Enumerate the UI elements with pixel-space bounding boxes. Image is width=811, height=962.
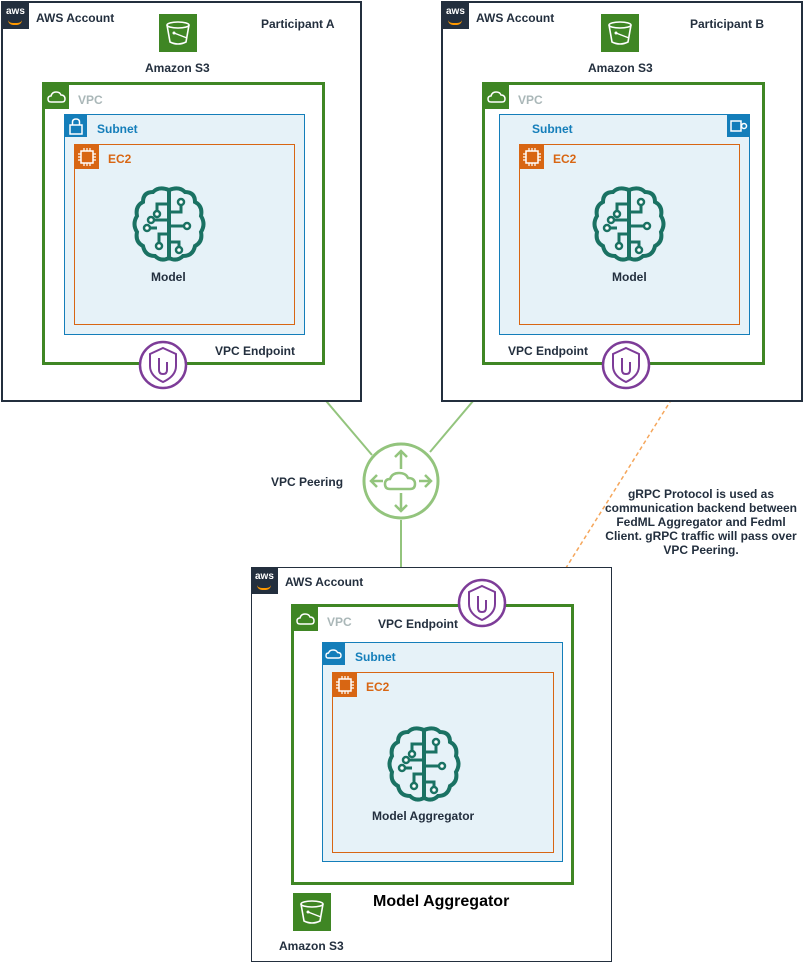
s3-label: Amazon S3 — [145, 61, 210, 75]
subnet-container: Subnet EC2 — [322, 642, 563, 862]
vpc-label: VPC — [327, 615, 352, 629]
ec2-label: EC2 — [553, 152, 577, 166]
chip-icon — [520, 145, 544, 169]
brain-icon — [592, 186, 666, 262]
subnet-label: Subnet — [97, 122, 138, 136]
router-icon — [362, 442, 440, 520]
cloud-icon — [323, 643, 345, 665]
vpc-container: VPC VPC Endpoint Subnet EC2 — [291, 604, 574, 885]
chip-icon — [333, 673, 357, 697]
s3-bucket-icon — [601, 14, 639, 52]
shield-icon — [138, 340, 188, 390]
model-label: Model Aggregator — [372, 809, 475, 823]
participant-b-account: aws AWS Account Participant B Amazon S3 … — [441, 1, 803, 402]
grpc-note-line: communication backend between — [604, 501, 798, 515]
aws-logo-icon: aws — [443, 3, 469, 29]
ec2-instance: EC2 Model — [74, 144, 295, 325]
vpc-label: VPC — [78, 93, 103, 107]
endpoint-label: VPC Endpoint — [215, 344, 295, 358]
shield-icon — [601, 340, 651, 390]
grpc-note-line: VPC Peering. — [663, 543, 739, 557]
cloud-icon — [485, 85, 509, 109]
participant-label: Participant B — [690, 17, 765, 31]
grpc-arrow — [501, 321, 721, 671]
participant-a-account: aws AWS Account Participant A Amazon S3 … — [1, 1, 362, 402]
aggregator-account: aws AWS Account VPC VPC Endpoint Subnet — [251, 567, 612, 962]
vpc-container: VPC Subnet EC2 — [482, 82, 765, 365]
grpc-note-line: Client. gRPC traffic will pass over — [605, 529, 797, 543]
account-label: AWS Account — [285, 575, 364, 589]
aws-logo-icon: aws — [252, 568, 278, 594]
cloud-icon — [294, 607, 318, 631]
peering-label: VPC Peering — [271, 475, 344, 489]
cloud-icon — [45, 85, 69, 109]
shield-icon — [457, 578, 507, 628]
aggregator-title: Model Aggregator — [373, 893, 510, 910]
grpc-note-line: gRPC Protocol is used as — [627, 487, 775, 501]
brain-icon — [387, 726, 461, 802]
model-label: Model — [151, 270, 186, 284]
model-label: Model — [612, 270, 647, 284]
endpoint-label: VPC Endpoint — [378, 617, 458, 631]
ec2-instance: EC2 Model — [519, 144, 740, 325]
grpc-note-line: FedML Aggregator and Fedml — [616, 515, 786, 529]
s3-label: Amazon S3 — [279, 939, 344, 953]
subnet-endpoint-icon — [727, 115, 749, 137]
ec2-label: EC2 — [366, 680, 390, 694]
s3-bucket-icon — [159, 14, 197, 52]
ec2-instance: EC2 Model Aggregator — [332, 672, 554, 853]
grpc-note: gRPC Protocol is used as communication b… — [596, 487, 806, 557]
lock-icon — [65, 115, 87, 137]
ec2-label: EC2 — [108, 152, 132, 166]
aws-logo-icon: aws — [3, 3, 29, 29]
brain-icon — [132, 186, 206, 262]
subnet-container: Subnet EC2 — [499, 114, 750, 335]
s3-label: Amazon S3 — [588, 61, 653, 75]
chip-icon — [75, 145, 99, 169]
subnet-container: Subnet EC2 — [64, 114, 305, 335]
subnet-label: Subnet — [355, 650, 396, 664]
endpoint-label: VPC Endpoint — [508, 344, 588, 358]
account-label: AWS Account — [36, 11, 115, 25]
account-label: AWS Account — [476, 11, 555, 25]
subnet-label: Subnet — [532, 122, 573, 136]
participant-label: Participant A — [261, 17, 335, 31]
vpc-label: VPC — [518, 93, 543, 107]
s3-bucket-icon — [293, 893, 331, 931]
vpc-container: VPC Subnet EC2 — [42, 82, 325, 365]
